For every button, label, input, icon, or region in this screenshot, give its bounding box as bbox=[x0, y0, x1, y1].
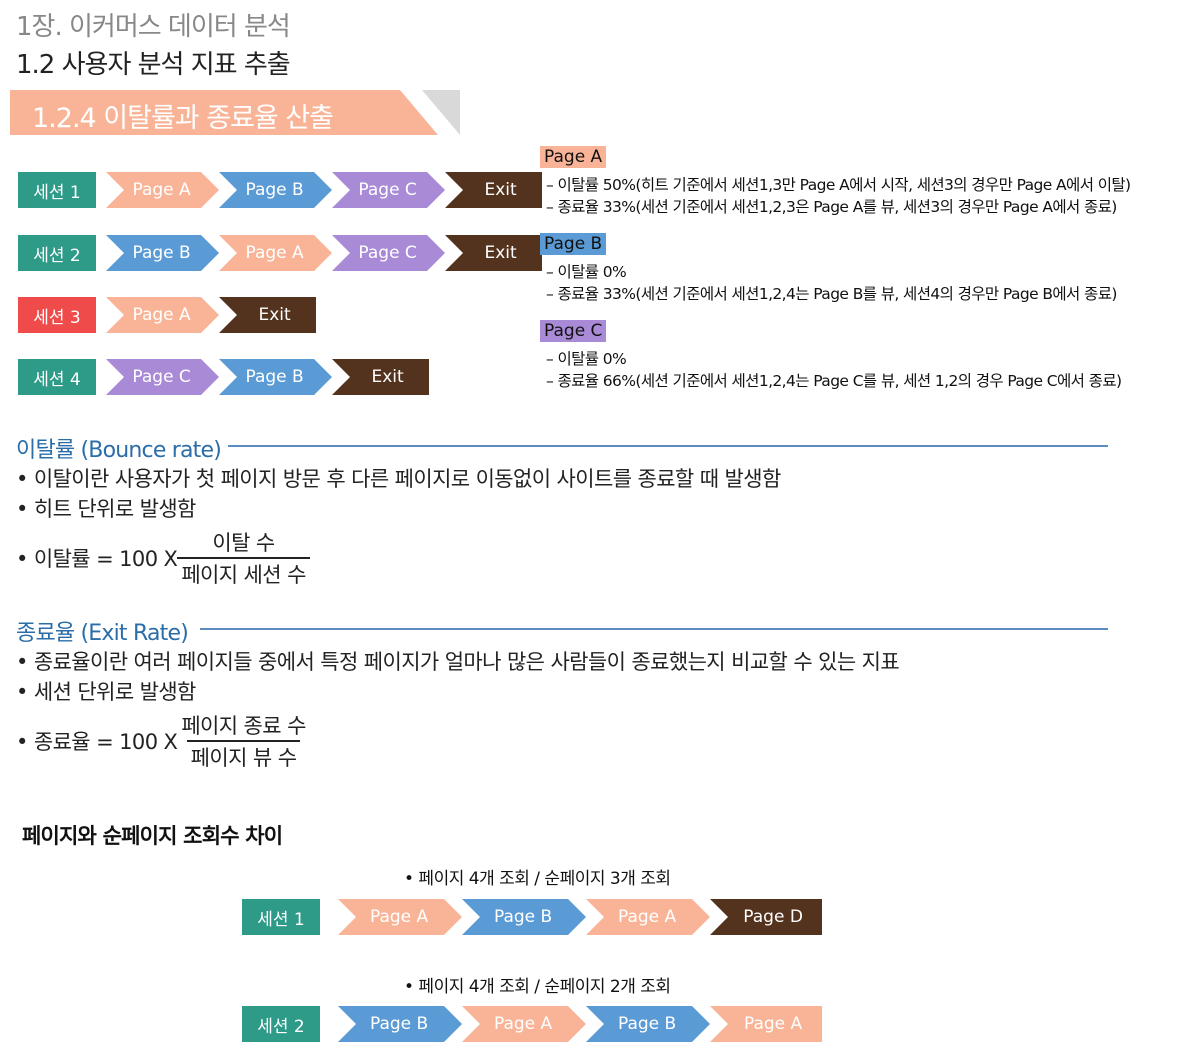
banner-fill bbox=[10, 90, 438, 135]
session-label-2: 세션 2 bbox=[18, 235, 96, 271]
bounce-formula-prefix: • 이탈률 = 100 X bbox=[16, 547, 178, 571]
flow-2-step-3: Page C bbox=[358, 243, 417, 263]
flow-2-step-3-shape bbox=[332, 235, 445, 271]
section-title: 1.2 사용자 분석 지표 추출 bbox=[16, 50, 291, 80]
compare-flow-2-step-3: Page B bbox=[617, 1014, 677, 1034]
note-1-line-1: – 이탈률 50%(히트 기준에서 세션1,3만 Page A에서 시작, 세션… bbox=[546, 176, 1131, 194]
bounce-formula: • 이탈률 = 100 X 이탈 수 페이지 세션 수 bbox=[16, 527, 310, 589]
compare-flow-1-step-3: Page A bbox=[617, 907, 677, 927]
flow-2-step-2-shape bbox=[219, 235, 332, 271]
banner-title: 1.2.4 이탈률과 종료율 산출 bbox=[32, 103, 334, 134]
note-1-line-2: – 종료율 33%(세션 기준에서 세션1,2,3은 Page A를 뷰, 세션… bbox=[546, 198, 1117, 216]
compare-session-label-2: 세션 2 bbox=[242, 1006, 320, 1042]
exit-rate-denominator: 페이지 뷰 수 bbox=[186, 740, 301, 772]
flow-1-step-1: Page A bbox=[132, 180, 191, 200]
flow-4-step-3-shape bbox=[332, 359, 427, 395]
compare-flow-2-step-4-shape bbox=[710, 1006, 820, 1042]
compare-flow-2-step-2: Page A bbox=[493, 1014, 553, 1034]
bounce-title: 이탈률 (Bounce rate) bbox=[16, 438, 222, 463]
bounce-numerator: 이탈 수 bbox=[212, 531, 275, 555]
note-3-line-2: – 종료율 66%(세션 기준에서 세션1,2,4는 Page C를 뷰, 세션… bbox=[546, 372, 1122, 390]
session-label-4: 세션 4 bbox=[18, 359, 96, 395]
chapter-title: 1장. 이커머스 데이터 분석 bbox=[16, 12, 291, 42]
flow-1-step-2-shape bbox=[219, 172, 332, 208]
flow-3-step-2-shape bbox=[219, 297, 314, 333]
bounce-bullet-1: • 이탈이란 사용자가 첫 페이지 방문 후 다른 페이지로 이동없이 사이트를… bbox=[16, 467, 781, 491]
exit-rate-formula-prefix: • 종료율 = 100 X bbox=[16, 730, 178, 754]
compare-flow-2-step-2-shape bbox=[462, 1006, 586, 1042]
compare-flow-2-step-1: Page B bbox=[369, 1014, 429, 1034]
note-tag-1: Page A bbox=[540, 146, 607, 168]
flow-2-step-4: Exit bbox=[484, 243, 517, 263]
exit-rate-formula: • 종료율 = 100 X 페이지 종료 수 페이지 뷰 수 bbox=[16, 710, 310, 772]
banner-shadow bbox=[422, 90, 460, 135]
flow-4-step-2: Page B bbox=[245, 367, 304, 387]
note-tag-2: Page B bbox=[540, 233, 607, 255]
flow-1-step-3: Page C bbox=[358, 180, 417, 200]
flow-3-step-1-shape bbox=[106, 297, 219, 333]
compare-flow-1-step-2: Page B bbox=[493, 907, 553, 927]
compare-flow-1-step-4: Page D bbox=[743, 907, 803, 927]
compare-caption-2: • 페이지 4개 조회 / 순페이지 2개 조회 bbox=[404, 977, 671, 997]
compare-flow-1-step-1: Page A bbox=[369, 907, 429, 927]
flow-4-step-1-shape bbox=[106, 359, 219, 395]
compare-flow-1-step-2-shape bbox=[462, 899, 586, 935]
flow-4-step-2-shape bbox=[219, 359, 332, 395]
compare-flow-2-end-cap bbox=[820, 1006, 822, 1042]
flow-3-step-2: Exit bbox=[258, 305, 291, 325]
compare-title: 페이지와 순페이지 조회수 차이 bbox=[22, 824, 283, 848]
note-3-line-1: – 이탈률 0% bbox=[546, 350, 627, 368]
session-label-1: 세션 1 bbox=[18, 172, 96, 208]
compare-flow-2-step-1-shape bbox=[338, 1006, 462, 1042]
note-2-line-2: – 종료율 33%(세션 기준에서 세션1,2,4는 Page B를 뷰, 세션… bbox=[546, 285, 1117, 303]
compare-flow-2-step-4: Page A bbox=[743, 1014, 803, 1034]
compare-flow-1-step-4-shape bbox=[710, 899, 820, 935]
flow-3-end-cap bbox=[314, 297, 316, 333]
flow-1-step-3-shape bbox=[332, 172, 445, 208]
flow-1-end-cap bbox=[540, 172, 542, 208]
bounce-denominator: 페이지 세션 수 bbox=[177, 557, 310, 589]
flow-1-step-1-shape bbox=[106, 172, 219, 208]
flow-1-step-4-shape bbox=[445, 172, 540, 208]
compare-flow-1-end-cap bbox=[820, 899, 822, 935]
exit-rate-bullet-2: • 세션 단위로 발생함 bbox=[16, 680, 196, 704]
exit-rate-bullet-1: • 종료율이란 여러 페이지들 중에서 특정 페이지가 얼마나 많은 사람들이 … bbox=[16, 650, 900, 674]
compare-flow-2-step-3-shape bbox=[586, 1006, 710, 1042]
flow-1-step-4: Exit bbox=[484, 180, 517, 200]
compare-caption-1: • 페이지 4개 조회 / 순페이지 3개 조회 bbox=[404, 869, 671, 889]
compare-flow-1-step-1-shape bbox=[338, 899, 462, 935]
flow-2-step-1-shape bbox=[106, 235, 219, 271]
bounce-fraction: 이탈 수 페이지 세션 수 bbox=[177, 527, 310, 589]
flow-4-end-cap bbox=[427, 359, 429, 395]
bounce-bullet-2: • 히트 단위로 발생함 bbox=[16, 497, 196, 521]
exit-rate-fraction: 페이지 종료 수 페이지 뷰 수 bbox=[177, 710, 309, 772]
flow-4-step-1: Page C bbox=[132, 367, 191, 387]
exit-rate-divider bbox=[200, 628, 1108, 630]
session-label-3: 세션 3 bbox=[18, 297, 96, 333]
flow-3-step-1: Page A bbox=[132, 305, 191, 325]
note-tag-3: Page C bbox=[540, 320, 607, 342]
flow-2-step-2: Page A bbox=[245, 243, 304, 263]
bounce-divider bbox=[228, 445, 1108, 447]
compare-session-label-1: 세션 1 bbox=[242, 899, 320, 935]
exit-rate-title: 종료율 (Exit Rate) bbox=[16, 621, 189, 646]
flow-2-step-1: Page B bbox=[132, 243, 191, 263]
note-2-line-1: – 이탈률 0% bbox=[546, 263, 627, 281]
exit-rate-numerator: 페이지 종료 수 bbox=[181, 714, 306, 738]
flow-4-step-3: Exit bbox=[371, 367, 404, 387]
compare-flow-1-step-3-shape bbox=[586, 899, 710, 935]
flow-2-step-4-shape bbox=[445, 235, 540, 271]
flow-1-step-2: Page B bbox=[245, 180, 304, 200]
banner-background bbox=[10, 90, 460, 135]
